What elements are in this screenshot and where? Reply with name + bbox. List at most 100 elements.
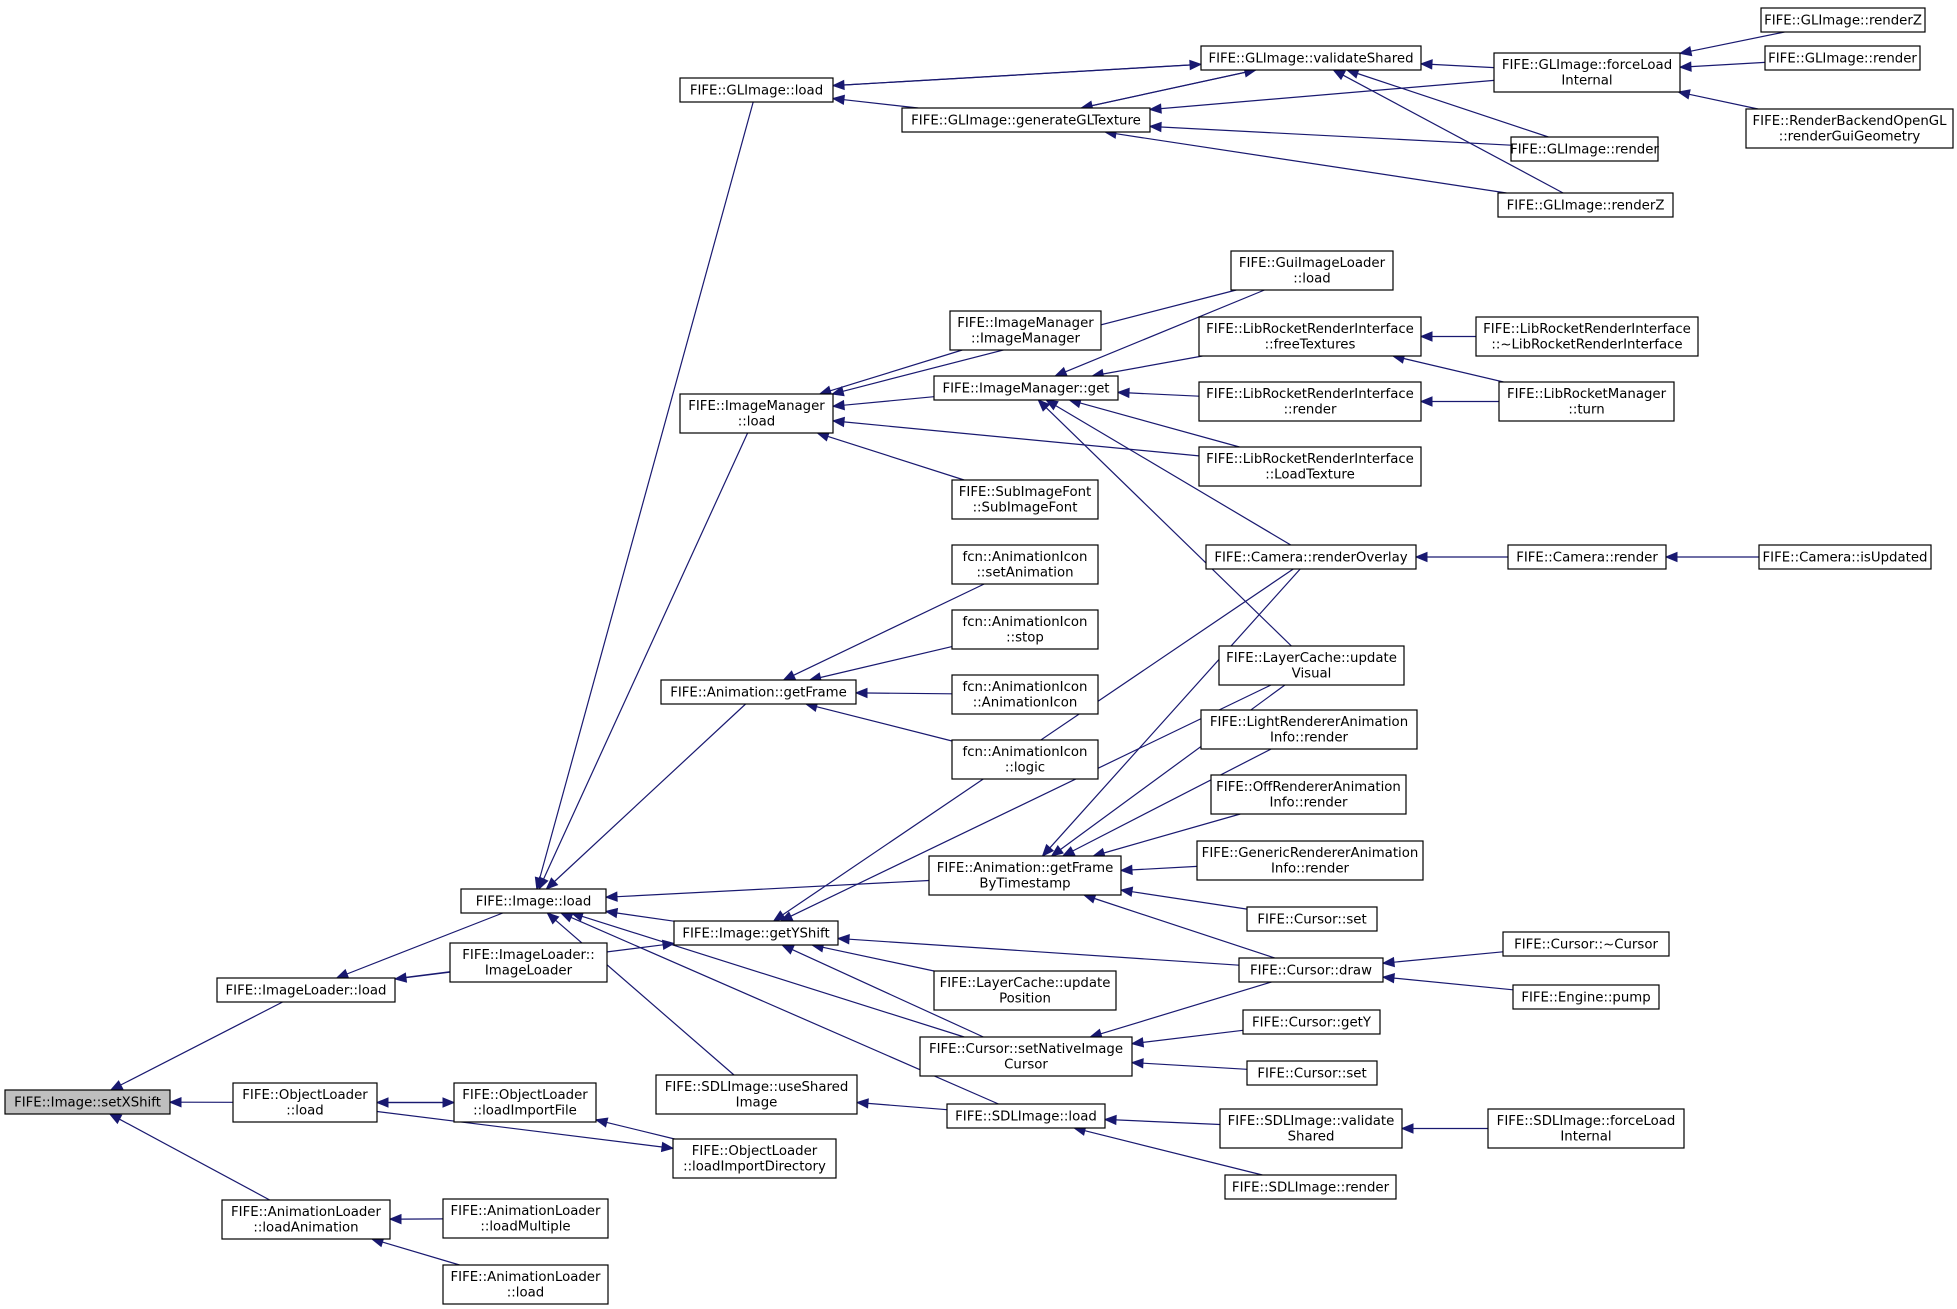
node-box — [1198, 381, 1422, 422]
edge-al_loadanim-to-root — [108, 1113, 270, 1201]
node-eng-pump[interactable]: FIFE::Engine::pump — [1512, 984, 1660, 1010]
node-label-line: fcn::AnimationIcon — [963, 550, 1088, 565]
node-label-line: FIFE::LibRocketRenderInterface — [1206, 322, 1414, 337]
node-root[interactable]: FIFE::Image::setXShift — [4, 1089, 171, 1115]
node-cam-isupdated[interactable]: FIFE::Camera::isUpdated — [1758, 544, 1932, 570]
node-label-line: FIFE::GLImage::render — [1768, 51, 1917, 66]
arrowhead — [1189, 59, 1203, 71]
edge-line — [581, 915, 965, 1038]
node-lrm-turn[interactable]: FIFE::LibRocketManager::turn — [1498, 381, 1675, 422]
node-genr[interactable]: FIFE::GenericRendererAnimationInfo::rend… — [1196, 840, 1424, 881]
node-cur-draw[interactable]: FIFE::Cursor::draw — [1238, 957, 1384, 983]
edge-line — [1690, 31, 1785, 52]
node-cur-set-a[interactable]: FIFE::Cursor::set — [1246, 906, 1378, 932]
node-box — [933, 375, 1119, 401]
node-sdl-validate[interactable]: FIFE::SDLImage::validateShared — [1219, 1108, 1403, 1149]
edge-line — [1102, 355, 1203, 375]
node-lr-freetex[interactable]: FIFE::LibRocketRenderInterface::freeText… — [1198, 316, 1422, 357]
arrowhead — [782, 670, 797, 681]
node-box — [1493, 52, 1681, 93]
edge-lr_loadtex-to-im_get — [1068, 398, 1240, 448]
node-box — [949, 310, 1102, 351]
node-gl-load[interactable]: FIFE::GLImage::load — [679, 77, 834, 103]
node-il-load[interactable]: FIFE::ImageLoader::load — [216, 977, 396, 1003]
node-gl-renderz-b[interactable]: FIFE::GLImage::renderZ — [1497, 192, 1674, 218]
node-im-load[interactable]: FIFE::ImageManager::load — [679, 393, 834, 434]
edge-line — [376, 1110, 663, 1148]
node-label-line: FIFE::Cursor::set — [1257, 1066, 1366, 1081]
edge-ai_logic-to-anim_getframe — [804, 701, 953, 742]
node-ai-stop[interactable]: fcn::AnimationIcon::stop — [951, 609, 1099, 650]
node-gl-renderz-a[interactable]: FIFE::GLImage::renderZ — [1760, 7, 1926, 33]
node-label-line: FIFE::Animation::getFrame — [937, 861, 1114, 876]
edge-line — [1049, 568, 1301, 849]
node-al-multiple[interactable]: FIFE::AnimationLoader::loadMultiple — [442, 1198, 609, 1239]
node-label-line: ImageLoader — [485, 964, 573, 979]
edge-cur_set_b-to-cur_setnative — [1130, 1058, 1248, 1070]
edge-line — [832, 64, 1191, 87]
node-box — [951, 739, 1099, 780]
edge-line — [791, 949, 984, 1038]
edge-cam_overlay-to-im_get — [1045, 399, 1292, 546]
arrowhead — [831, 386, 845, 397]
node-img-load[interactable]: FIFE::Image::load — [460, 888, 607, 914]
arrowhead — [1130, 1058, 1144, 1069]
node-label-line: ::load — [286, 1104, 323, 1119]
node-im-get[interactable]: FIFE::ImageManager::get — [933, 375, 1119, 401]
node-lr-loadtex[interactable]: FIFE::LibRocketRenderInterface::LoadText… — [1198, 446, 1422, 487]
node-label-line: Info::render — [1270, 796, 1349, 811]
node-anim-getframe[interactable]: FIFE::Animation::getFrame — [660, 679, 857, 705]
node-rbogl-gui[interactable]: FIFE::RenderBackendOpenGL::renderGuiGeom… — [1745, 108, 1954, 149]
node-lr-dtor[interactable]: FIFE::LibRocketRenderInterface::~LibRock… — [1475, 316, 1699, 357]
node-gl-render-a[interactable]: FIFE::GLImage::render — [1764, 45, 1921, 71]
node-sdl-render[interactable]: FIFE::SDLImage::render — [1224, 1174, 1397, 1200]
node-cam-overlay[interactable]: FIFE::Camera::renderOverlay — [1205, 544, 1417, 570]
node-cur-gety[interactable]: FIFE::Cursor::getY — [1242, 1009, 1381, 1035]
node-ai-ctor[interactable]: fcn::AnimationIcon::AnimationIcon — [951, 674, 1099, 715]
node-al-load[interactable]: FIFE::AnimationLoader::load — [442, 1264, 609, 1305]
node-ol-importfile[interactable]: FIFE::ObjectLoader::loadImportFile — [453, 1082, 597, 1123]
node-cur-dtor[interactable]: FIFE::Cursor::~Cursor — [1502, 931, 1670, 957]
node-label-line: FIFE::GenericRendererAnimation — [1202, 846, 1419, 861]
node-ol-importdir[interactable]: FIFE::ObjectLoader::loadImportDirectory — [672, 1138, 837, 1179]
node-subimgfont[interactable]: FIFE::SubImageFont::SubImageFont — [951, 479, 1099, 520]
node-gl-validate[interactable]: FIFE::GLImage::validateShared — [1200, 45, 1422, 71]
edge-al_multiple-to-al_loadanim — [388, 1213, 444, 1225]
node-sdl-load[interactable]: FIFE::SDLImage::load — [946, 1103, 1106, 1129]
node-box — [1230, 250, 1394, 291]
arrowhead — [559, 912, 574, 923]
node-label-line: FIFE::Camera::render — [1516, 550, 1658, 565]
edge-rbogl_gui-to-gl_forceload — [1677, 89, 1759, 110]
node-ai-logic[interactable]: fcn::AnimationIcon::logic — [951, 739, 1099, 780]
node-il-ctor[interactable]: FIFE::ImageLoader::ImageLoader — [449, 942, 608, 983]
node-img-getyshift[interactable]: FIFE::Image::getYShift — [673, 920, 839, 946]
arrowhead — [108, 1113, 123, 1125]
node-cur-set-b[interactable]: FIFE::Cursor::set — [1246, 1060, 1378, 1086]
node-lr-render[interactable]: FIFE::LibRocketRenderInterface::render — [1198, 381, 1422, 422]
node-label-line: ::setAnimation — [976, 566, 1073, 581]
node-label-line: fcn::AnimationIcon — [963, 680, 1088, 695]
nodes-layer: FIFE::Image::setXShift FIFE::ImageLoader:… — [4, 7, 1954, 1305]
node-label-line: ::logic — [1005, 761, 1045, 776]
node-im-ctor[interactable]: FIFE::ImageManager::ImageManager — [949, 310, 1102, 351]
edge-il_load-to-root — [109, 1001, 283, 1091]
node-ai-setanim[interactable]: fcn::AnimationIcon::setAnimation — [951, 544, 1099, 585]
arrowhead — [1148, 121, 1162, 133]
node-gl-gentex[interactable]: FIFE::GLImage::generateGLTexture — [901, 107, 1151, 133]
node-ol-load[interactable]: FIFE::ObjectLoader::load — [232, 1082, 378, 1123]
node-guiimgloader[interactable]: FIFE::GuiImageLoader::load — [1230, 250, 1394, 291]
node-al-loadanim[interactable]: FIFE::AnimationLoader::loadAnimation — [221, 1199, 391, 1240]
node-cam-render[interactable]: FIFE::Camera::render — [1507, 544, 1667, 570]
node-box — [1198, 316, 1422, 357]
node-gl-render-b[interactable]: FIFE::GLImage::render — [1510, 136, 1659, 162]
